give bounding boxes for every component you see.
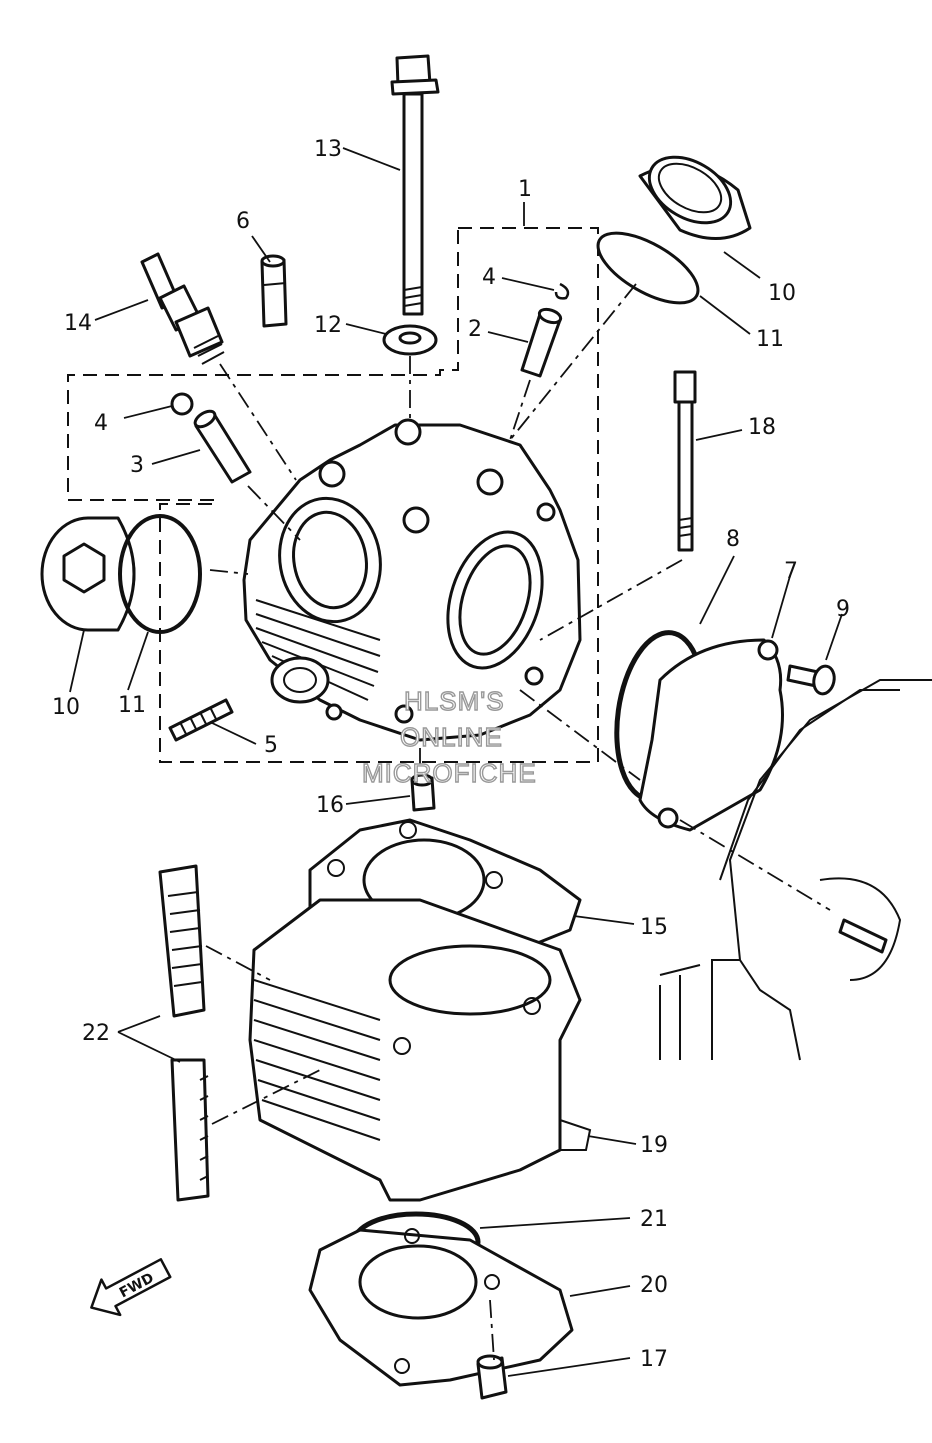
label-part-11-side: 11: [118, 693, 146, 718]
part-17-dowel: [476, 1354, 508, 1400]
watermark-line-1: HLSM'S: [404, 686, 505, 716]
alignment-line: [247, 485, 301, 541]
label-part-9: 9: [836, 597, 850, 622]
part-2-valve-guide: [520, 307, 563, 378]
part-20-base-gasket: [308, 1228, 574, 1387]
alignment-line: [211, 1069, 321, 1125]
leader-lines: [69, 147, 843, 1377]
label-part-11-top: 11: [756, 327, 784, 352]
crankcase-outline: [659, 679, 932, 1061]
part-13-head-bolt: [390, 54, 440, 316]
label-part-2: 2: [468, 317, 482, 342]
part-18-bolt: [673, 370, 697, 552]
part-4-ball: [170, 392, 194, 416]
part-11-top-o-ring: [596, 231, 700, 305]
part-11-side-o-ring: [118, 514, 202, 634]
alignment-line: [679, 819, 831, 911]
label-part-5: 5: [264, 733, 278, 758]
label-part-10-side: 10: [52, 695, 80, 720]
label-part-15: 15: [640, 915, 668, 940]
alignment-line: [489, 1299, 495, 1361]
part-5-stud: [168, 698, 234, 742]
part-14-spark-plug: [140, 252, 225, 365]
label-part-18: 18: [748, 415, 776, 440]
label-part-21: 21: [640, 1207, 668, 1232]
watermark: HLSM'S ONLINE MICROFICHE: [361, 685, 537, 788]
label-part-6: 6: [236, 209, 250, 234]
part-4-clip: [554, 282, 570, 300]
label-part-19: 19: [640, 1133, 668, 1158]
label-part-12: 12: [314, 313, 342, 338]
cylinder-head: [242, 418, 582, 742]
forward-direction-arrow: FWD: [90, 1258, 172, 1317]
label-part-8: 8: [726, 527, 740, 552]
label-part-7: 7: [784, 559, 798, 584]
alignment-line: [539, 559, 683, 641]
part-3-valve-guide: [193, 409, 252, 484]
part-19-cylinder: [248, 898, 592, 1202]
label-part-13: 13: [314, 137, 342, 162]
part-16-dowel: [410, 773, 436, 812]
part-7-cover: [638, 638, 784, 832]
label-part-17: 17: [640, 1347, 668, 1372]
label-part-4-top: 4: [482, 265, 496, 290]
label-part-14: 14: [64, 311, 92, 336]
label-part-22: 22: [82, 1021, 110, 1046]
alignment-line: [219, 363, 297, 481]
alignment-line: [205, 945, 271, 981]
label-part-10-top: 10: [768, 281, 796, 306]
watermark-line-2: ONLINE: [400, 722, 503, 752]
alignment-line: [509, 379, 531, 441]
part-10-side-plug: [40, 516, 136, 632]
part-9-bolt: [786, 664, 836, 696]
alignment-line: [519, 689, 641, 781]
part-22-guides: [158, 864, 210, 1202]
watermark-line-3: MICROFICHE: [362, 758, 537, 788]
alignment-line: [209, 569, 249, 575]
label-part-3: 3: [130, 453, 144, 478]
cylinder-head-assembly-boundary: [67, 227, 599, 763]
label-part-20: 20: [640, 1273, 668, 1298]
label-part-4-left: 4: [94, 411, 108, 436]
label-part-16: 16: [316, 793, 344, 818]
part-6-dowel-pin: [260, 254, 288, 328]
part-10-top-cap: [638, 155, 752, 240]
part-12-washer: [382, 324, 438, 356]
label-part-1: 1: [518, 177, 532, 202]
